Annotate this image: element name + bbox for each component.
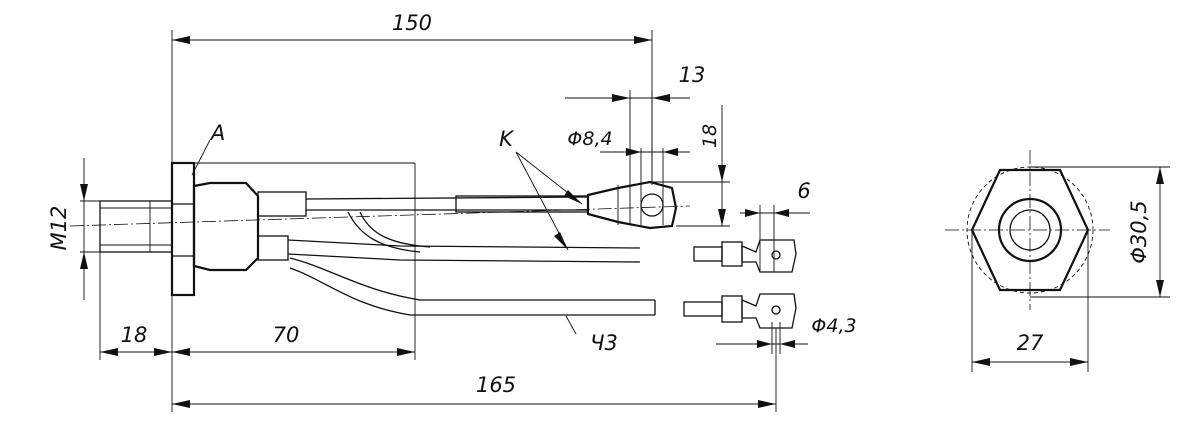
dim-label-150: 150 — [392, 11, 432, 35]
leader-ch3: Ч3 — [565, 315, 618, 355]
hex-collar — [170, 161, 196, 297]
dim-label-70: 70 — [273, 323, 300, 347]
leader-k: K — [499, 127, 583, 251]
dim-label-phi-8-4: Φ8,4 — [567, 128, 612, 150]
leader-a: A — [191, 121, 225, 176]
label-surface-a: A — [209, 121, 225, 145]
dim-label-18-lug: 18 — [699, 124, 721, 148]
dimension-6: 6 — [740, 179, 811, 272]
label-wire-ch3: Ч3 — [590, 331, 618, 355]
dimension-phi-4-3: Φ4,3 — [716, 315, 857, 354]
dim-label-m12: M12 — [47, 206, 71, 251]
threaded-stud — [99, 200, 173, 253]
wire-k — [305, 195, 589, 213]
ring-lug-small-1 — [693, 239, 797, 273]
dim-label-phi-30-5: Φ30,5 — [1127, 200, 1151, 263]
dimension-165: 165 — [172, 328, 777, 412]
ring-lug-small-2 — [683, 293, 797, 329]
dimension-phi-8-4: Φ8,4 — [567, 128, 690, 225]
hex-end-view — [945, 150, 1110, 310]
dimension-18-lug: 18 — [650, 105, 730, 227]
dim-label-phi-4-3: Φ4,3 — [811, 315, 856, 337]
wire-ch3 — [289, 257, 656, 316]
label-wire-k: K — [499, 127, 515, 151]
dimension-27: 27 — [971, 230, 1089, 372]
dim-label-27: 27 — [1017, 331, 1044, 355]
dim-label-18: 18 — [121, 323, 148, 347]
dimension-phi-30-5: Φ30,5 — [1030, 166, 1170, 298]
wire-lower-1 — [287, 211, 641, 263]
dim-label-13: 13 — [679, 63, 706, 87]
dimension-150: 150 — [171, 11, 653, 185]
body-housing — [192, 181, 307, 272]
dimension-m12: M12 — [47, 158, 100, 300]
dimension-13: 13 — [565, 63, 705, 185]
dim-label-6: 6 — [797, 179, 810, 203]
dimension-18-70: 18 70 — [99, 163, 416, 412]
dim-label-165: 165 — [476, 373, 516, 397]
axis-centerline — [69, 205, 691, 227]
